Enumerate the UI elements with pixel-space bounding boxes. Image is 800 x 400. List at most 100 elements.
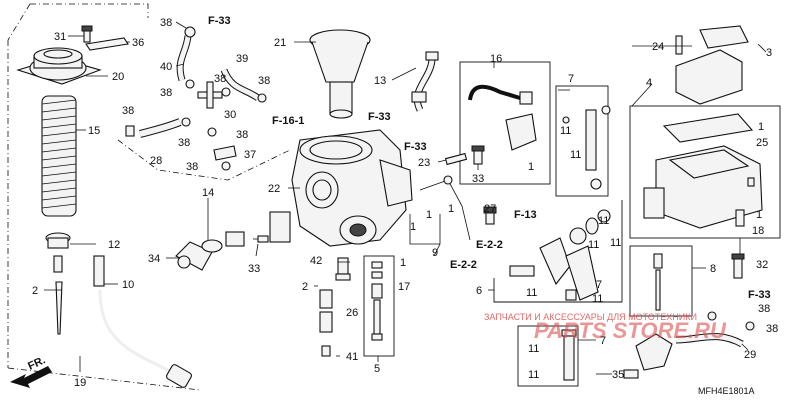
label-7a: 7 (568, 73, 574, 85)
label-10: 10 (122, 279, 134, 291)
left-group-outline (30, 3, 149, 18)
label-21: 21 (274, 37, 286, 49)
label-11b: 11 (570, 149, 581, 161)
diagram-code: MFH4E1801A (698, 386, 755, 396)
hose-13 (411, 51, 439, 112)
label-14: 14 (202, 187, 214, 199)
leader-lines (44, 21, 767, 375)
group-4-outline (629, 105, 781, 239)
label-27: 27 (484, 203, 496, 215)
label-11g: 11 (592, 293, 603, 305)
label-33b: 33 (472, 173, 484, 185)
clip-38a (184, 26, 196, 38)
label-32: 32 (756, 259, 768, 271)
label-39: 39 (236, 53, 248, 65)
label-5: 5 (374, 363, 380, 375)
label-38d: 38 (258, 75, 270, 87)
throttle-drum-6 (509, 209, 611, 301)
label-26: 26 (346, 307, 358, 319)
label-6: 6 (476, 285, 482, 297)
label-30: 30 (224, 109, 236, 121)
float-3 (675, 25, 749, 105)
label-15: 15 (88, 125, 100, 137)
label-35: 35 (612, 369, 624, 381)
label-4: 4 (646, 77, 652, 89)
watermark-brand: PARTS STORE.RU (534, 318, 727, 343)
clip-38d (257, 93, 267, 103)
label-38f: 38 (122, 105, 134, 117)
label-38j: 38 (766, 323, 778, 335)
label-19: 19 (74, 377, 86, 389)
label-42: 42 (310, 255, 322, 267)
label-1e: 1 (400, 257, 406, 269)
label-2b: 2 (302, 281, 308, 293)
hose-29 (675, 311, 755, 348)
label-37: 37 (244, 149, 256, 161)
group-7b-outline (517, 325, 579, 387)
spring-15 (41, 95, 77, 217)
label-7b: 7 (596, 279, 602, 291)
screw-27 (483, 206, 497, 225)
label-11d: 11 (588, 239, 599, 251)
heater-16 (459, 61, 551, 185)
clip-38g (207, 127, 217, 137)
label-40: 40 (160, 61, 172, 73)
left-outline-bottom (7, 367, 201, 391)
label-38h: 38 (186, 161, 198, 173)
ref-f13: F-13 (514, 209, 537, 221)
screw-23 (444, 152, 468, 166)
pin-24 (675, 35, 683, 55)
left-outline-edge (7, 3, 31, 41)
float-valve-8 (653, 253, 663, 311)
label-28: 28 (150, 155, 162, 167)
label-1d: 1 (448, 203, 454, 215)
label-33a: 33 (248, 263, 260, 275)
watermark-text: ЗАПЧАСТИ И АКСЕССУАРЫ ДЛЯ МОТОТЕХНИКИ (484, 312, 697, 322)
front-direction-arrow (10, 366, 52, 388)
screw-33b (471, 145, 485, 165)
ref-f33-d: F-33 (748, 289, 771, 301)
jet-group-5 (371, 261, 383, 341)
label-9: 9 (432, 247, 438, 259)
label-7c: 7 (600, 335, 606, 347)
diaphragm-piston-21 (309, 29, 371, 119)
clip-38f (181, 117, 191, 127)
label-1f: 1 (758, 121, 764, 133)
clip-38b (185, 79, 195, 89)
carburetor-body-22 (269, 129, 413, 247)
ref-f33-b: F-33 (368, 111, 391, 123)
label-23: 23 (418, 157, 430, 169)
diaphragm-cover-assembly (16, 47, 102, 85)
screw-18 (735, 209, 745, 227)
bracket-33 (253, 235, 269, 243)
ref-e22-b: E-2-2 (450, 259, 477, 271)
jet-needle-2 (55, 281, 63, 335)
label-38c: 38 (214, 73, 226, 85)
label-22: 22 (268, 183, 280, 195)
screw-31 (81, 25, 93, 43)
pilot-screw-7 (561, 329, 577, 381)
clip-36 (85, 37, 129, 51)
ref-e22-a: E-2-2 (476, 239, 503, 251)
label-1c: 1 (426, 209, 432, 221)
label-20: 20 (112, 71, 124, 83)
label-12: 12 (108, 239, 120, 251)
tee-joint-30 (197, 81, 223, 109)
label-41: 41 (346, 351, 358, 363)
label-38i: 38 (758, 303, 770, 315)
label-38a: 38 (160, 17, 172, 29)
label-11h: 11 (528, 343, 539, 355)
sensor-rod-7 (562, 105, 611, 190)
label-24: 24 (652, 41, 664, 53)
needle-holder-12 (45, 232, 71, 273)
hose-39 (220, 68, 261, 101)
label-13: 13 (374, 75, 386, 87)
drain-35 (623, 333, 673, 379)
label-1a: 1 (528, 161, 534, 173)
label-16: 16 (490, 53, 502, 65)
label-17: 17 (398, 281, 410, 293)
hose-28 (139, 118, 182, 138)
label-11i: 11 (528, 369, 539, 381)
